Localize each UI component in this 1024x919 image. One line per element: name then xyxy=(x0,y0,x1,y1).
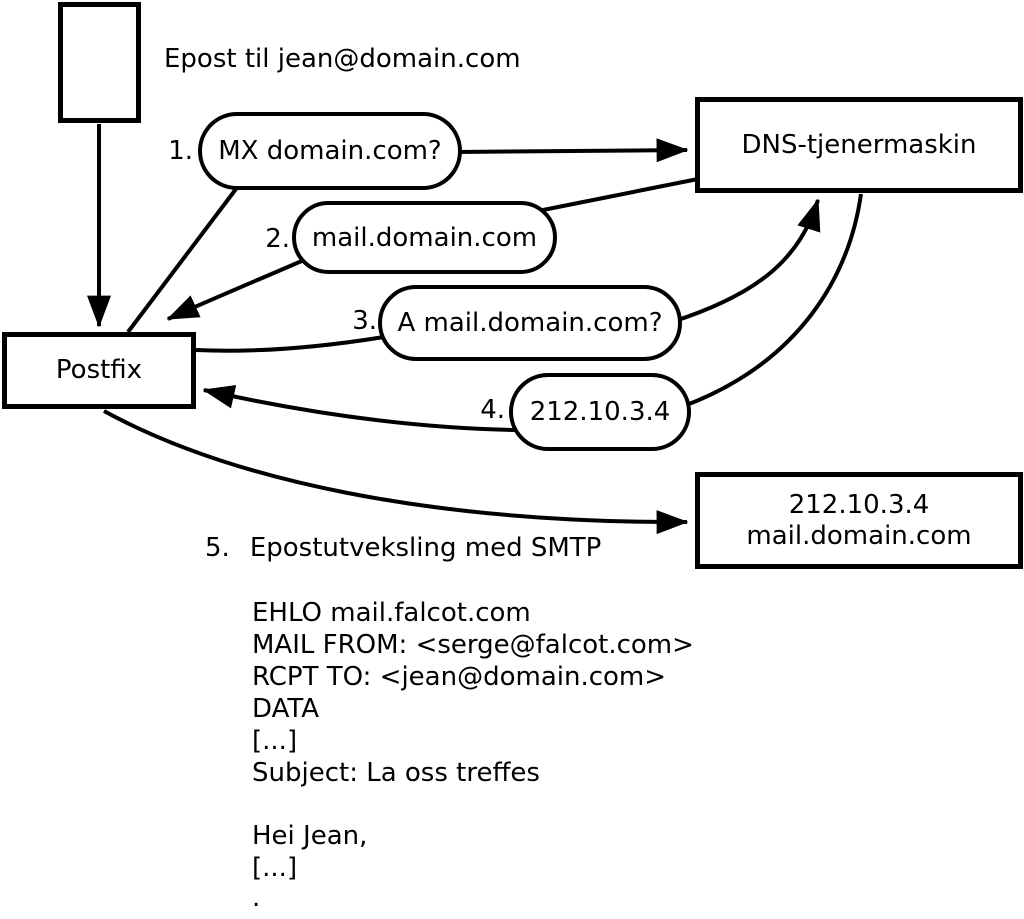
postfix-label: Postfix xyxy=(55,355,143,385)
mail-server-hostname: mail.domain.com xyxy=(746,520,972,551)
smtp-session-text: EHLO mail.falcot.com MAIL FROM: <serge@f… xyxy=(252,598,694,788)
dns-label: DNS-tjenermaskin xyxy=(741,129,977,160)
query-pill-mx: MX domain.com? xyxy=(198,112,462,190)
line-dns-to-response4 xyxy=(683,193,863,408)
email-note-label: Epost til jean@domain.com xyxy=(164,44,521,74)
arrow-response2-to-postfix xyxy=(166,258,305,321)
response-pill-mx: mail.domain.com xyxy=(292,201,557,274)
step-number-3: 3. xyxy=(352,306,377,336)
line-postfix-to-query3 xyxy=(195,334,391,353)
response-pill-ip: 212.10.3.4 xyxy=(509,373,691,451)
arrow-query1-to-dns xyxy=(454,138,689,163)
line-dns-to-response2 xyxy=(537,177,699,213)
postfix-box: Postfix xyxy=(2,332,196,409)
smtp-body-text: Hei Jean, [...] xyxy=(252,821,368,883)
step5-label: Epostutveksling med SMTP xyxy=(249,533,602,563)
step-number-2: 2. xyxy=(265,224,290,254)
step-number-4: 4. xyxy=(480,395,505,425)
query-pill-a-record: A mail.domain.com? xyxy=(378,285,682,361)
arrow-postfix-to-mailserver xyxy=(103,409,689,535)
arrow-query3-to-dns xyxy=(671,198,821,324)
query-pill-a-record-label: A mail.domain.com? xyxy=(397,308,663,338)
mail-server-box: 212.10.3.4 mail.domain.com xyxy=(695,472,1023,569)
query-pill-mx-label: MX domain.com? xyxy=(218,136,442,166)
step5-caption: 5. Epostutveksling med SMTP xyxy=(205,533,601,563)
arrow-response4-to-postfix xyxy=(202,384,516,432)
response-pill-ip-label: 212.10.3.4 xyxy=(529,397,671,427)
step-number-5: 5. xyxy=(205,533,230,563)
smtp-terminator-dot: . xyxy=(252,883,261,913)
dns-server-box: DNS-tjenermaskin xyxy=(695,97,1023,193)
step-number-1: 1. xyxy=(168,136,193,166)
line-postfix-to-query1 xyxy=(126,179,244,334)
response-pill-mx-label: mail.domain.com xyxy=(311,222,538,253)
mail-server-ip: 212.10.3.4 xyxy=(788,489,930,520)
email-source-box xyxy=(58,2,141,123)
